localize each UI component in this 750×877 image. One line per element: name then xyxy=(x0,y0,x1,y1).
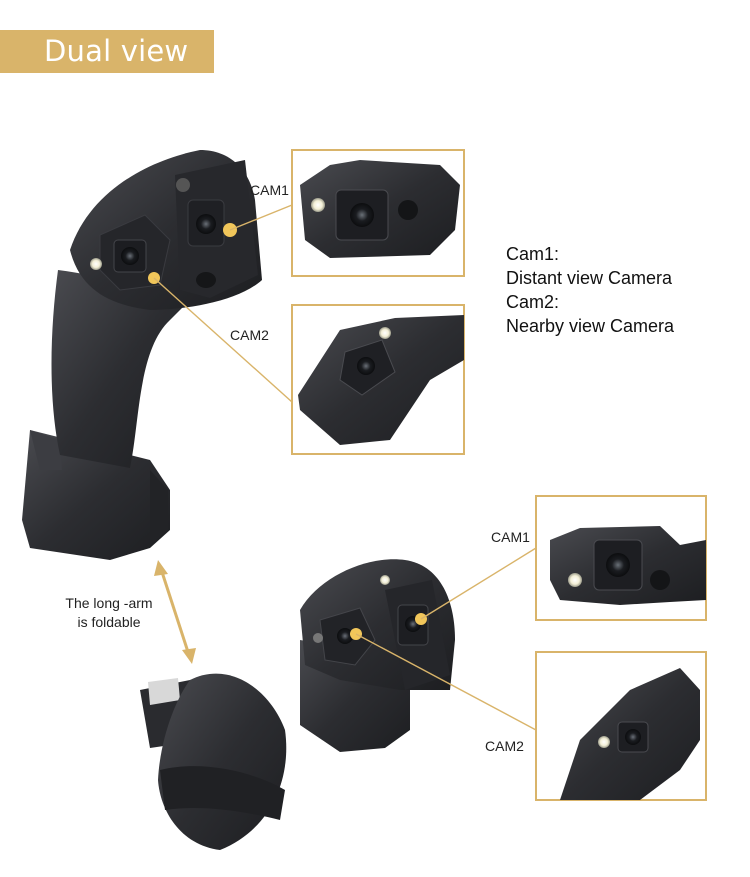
cam1-detail-box-top xyxy=(291,149,465,277)
cam1-label-top: CAM1 xyxy=(250,182,289,198)
cam1-detail-box-bottom xyxy=(535,495,707,621)
legend-cam2-description: Nearby view Camera xyxy=(506,316,675,336)
fold-arrow xyxy=(154,560,196,664)
main-camera-device xyxy=(22,150,262,560)
fold-note-line2: is foldable xyxy=(77,614,141,630)
cam2-detail-box-bottom xyxy=(535,651,707,801)
legend-cam1-heading: Cam1: xyxy=(506,244,560,264)
cam2-label-bottom: CAM2 xyxy=(485,738,524,754)
page-title: Dual view xyxy=(44,34,189,68)
camera-legend: Cam1: Distant view Camera Cam2: Nearby v… xyxy=(506,242,674,338)
angled-camera-device xyxy=(300,559,455,752)
cam1-label-bottom: CAM1 xyxy=(491,529,530,545)
fold-note-line1: The long -arm xyxy=(65,595,153,611)
folded-camera-device xyxy=(140,673,287,850)
title-banner xyxy=(0,30,214,73)
fold-note: The long -arm is foldable xyxy=(44,594,174,632)
legend-cam2-heading: Cam2: xyxy=(506,292,560,312)
cam2-label-top: CAM2 xyxy=(230,327,269,343)
cam2-detail-box-top xyxy=(291,304,465,455)
legend-cam1-description: Distant view Camera xyxy=(506,268,673,288)
